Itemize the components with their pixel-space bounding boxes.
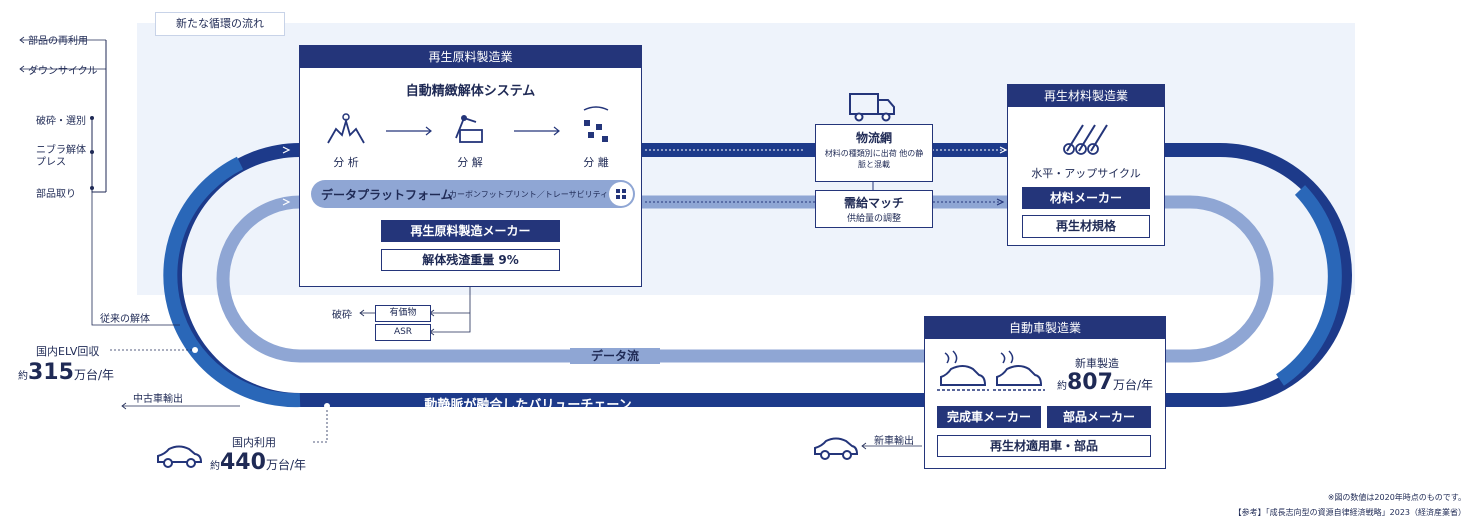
step-arrows	[386, 126, 560, 136]
residue-weight: 解体残渣重量 9%	[381, 249, 560, 271]
step-disassemble: 分 解	[457, 156, 483, 169]
recycled-standard: 再生材規格	[1022, 215, 1150, 238]
recycled-material-header: 再生材料製造業	[1008, 85, 1164, 107]
supply-match-desc: 供給量の調整	[846, 214, 901, 224]
inner-loop-track	[216, 195, 1274, 363]
left-bracket	[91, 118, 106, 193]
new-export-label: 新車輸出	[874, 436, 914, 447]
elv-stat: 約315万台/年	[18, 360, 114, 385]
conventional-to-loop-line	[91, 192, 180, 326]
data-flow-label: データ流	[570, 348, 660, 364]
footnote-reference: 【参考】「成長志向型の資源自律経済戦略」2023（経済産業省）	[1233, 508, 1466, 517]
arrow-inner-right	[996, 198, 1005, 206]
domestic-use-stat: 約440万台/年	[210, 450, 306, 475]
raw-material-header: 再生原料製造業	[300, 46, 641, 68]
used-export-label: 中古車輸出	[133, 394, 183, 405]
left-item-downcycle: ダウンサイクル	[28, 66, 98, 77]
analyze-icon	[327, 113, 365, 144]
supply-match-title: 需給マッチ	[843, 196, 904, 210]
separate-icon	[583, 106, 609, 142]
logistics-box: 物流網 材料の種類別に出荷 他の静脈と混載	[815, 124, 933, 182]
car-factory-icons	[937, 350, 1045, 391]
supply-match-box: 需給マッチ 供給量の調整	[815, 190, 933, 228]
logistics-desc: 材料の種類別に出荷 他の静脈と混載	[824, 149, 924, 169]
step-separate: 分 離	[583, 156, 609, 169]
data-platform-bar: データプラットフォーム カーボンフットプリント／トレーサビリティ	[311, 180, 635, 208]
auto-manufacturing-panel: 自動車製造業 新車製造 約807万台/年 完成車メーカー 部品メーカー 再生材適…	[924, 316, 1166, 469]
elv-label: 国内ELV回収	[36, 345, 100, 358]
value-chain-label: 動静脈が融合したバリューチェーン	[424, 398, 632, 413]
new-cycle-tag: 新たな循環の流れ	[155, 12, 285, 36]
left-item-crush: 破砕・選別	[36, 116, 86, 127]
footnote-values: ※図の数値は2020年時点のものです。	[1327, 493, 1466, 502]
material-rods-icon	[1063, 124, 1108, 155]
arrow-outer-right	[999, 146, 1008, 154]
outer-loop-accent-right	[1276, 185, 1342, 386]
new-car-stat: 約807万台/年	[1057, 370, 1153, 395]
left-item-reuse: 部品の再利用	[28, 36, 88, 47]
material-maker: 材料メーカー	[1022, 187, 1150, 209]
left-item-nibbler: ニブラ解体プレス	[36, 145, 86, 168]
car-icon-domestic	[157, 445, 203, 468]
horizontal-upcycle: 水平・アップサイクル	[1031, 167, 1141, 180]
raw-material-maker: 再生原料製造メーカー	[381, 220, 560, 242]
qr-icon	[609, 182, 633, 206]
valuable-box: 有価物	[375, 305, 431, 322]
car-icon-export	[814, 437, 859, 460]
auto-manufacturing-header: 自動車製造業	[925, 317, 1165, 339]
asr-box: ASR	[375, 324, 431, 341]
conventional-label: 従来の解体	[100, 314, 150, 325]
new-car-label: 新車製造	[1075, 357, 1119, 370]
left-item-parts: 部品取り	[36, 189, 76, 200]
data-platform-label: データプラットフォーム	[321, 188, 453, 202]
recycled-applied: 再生材適用車・部品	[937, 435, 1151, 457]
data-platform-sub: カーボンフットプリント／トレーサビリティ	[449, 190, 609, 199]
step-analyze: 分 析	[333, 156, 359, 169]
raw-material-panel: 再生原料製造業 自動精緻解体システム 分 析 分 解 分 離	[299, 45, 642, 287]
auto-dismantle-title: 自動精緻解体システム	[405, 84, 536, 99]
disassemble-icon	[455, 115, 483, 143]
domestic-use-label: 国内利用	[232, 436, 276, 449]
arrow-outer-left	[282, 146, 291, 154]
parts-maker: 部品メーカー	[1047, 406, 1151, 428]
truck-icon	[849, 93, 895, 122]
outer-loop-accent	[163, 156, 301, 408]
oem-maker: 完成車メーカー	[937, 406, 1041, 428]
logistics-title: 物流網	[855, 131, 892, 145]
crush-label: 破砕	[332, 310, 352, 321]
arrow-inner-left	[282, 198, 291, 206]
